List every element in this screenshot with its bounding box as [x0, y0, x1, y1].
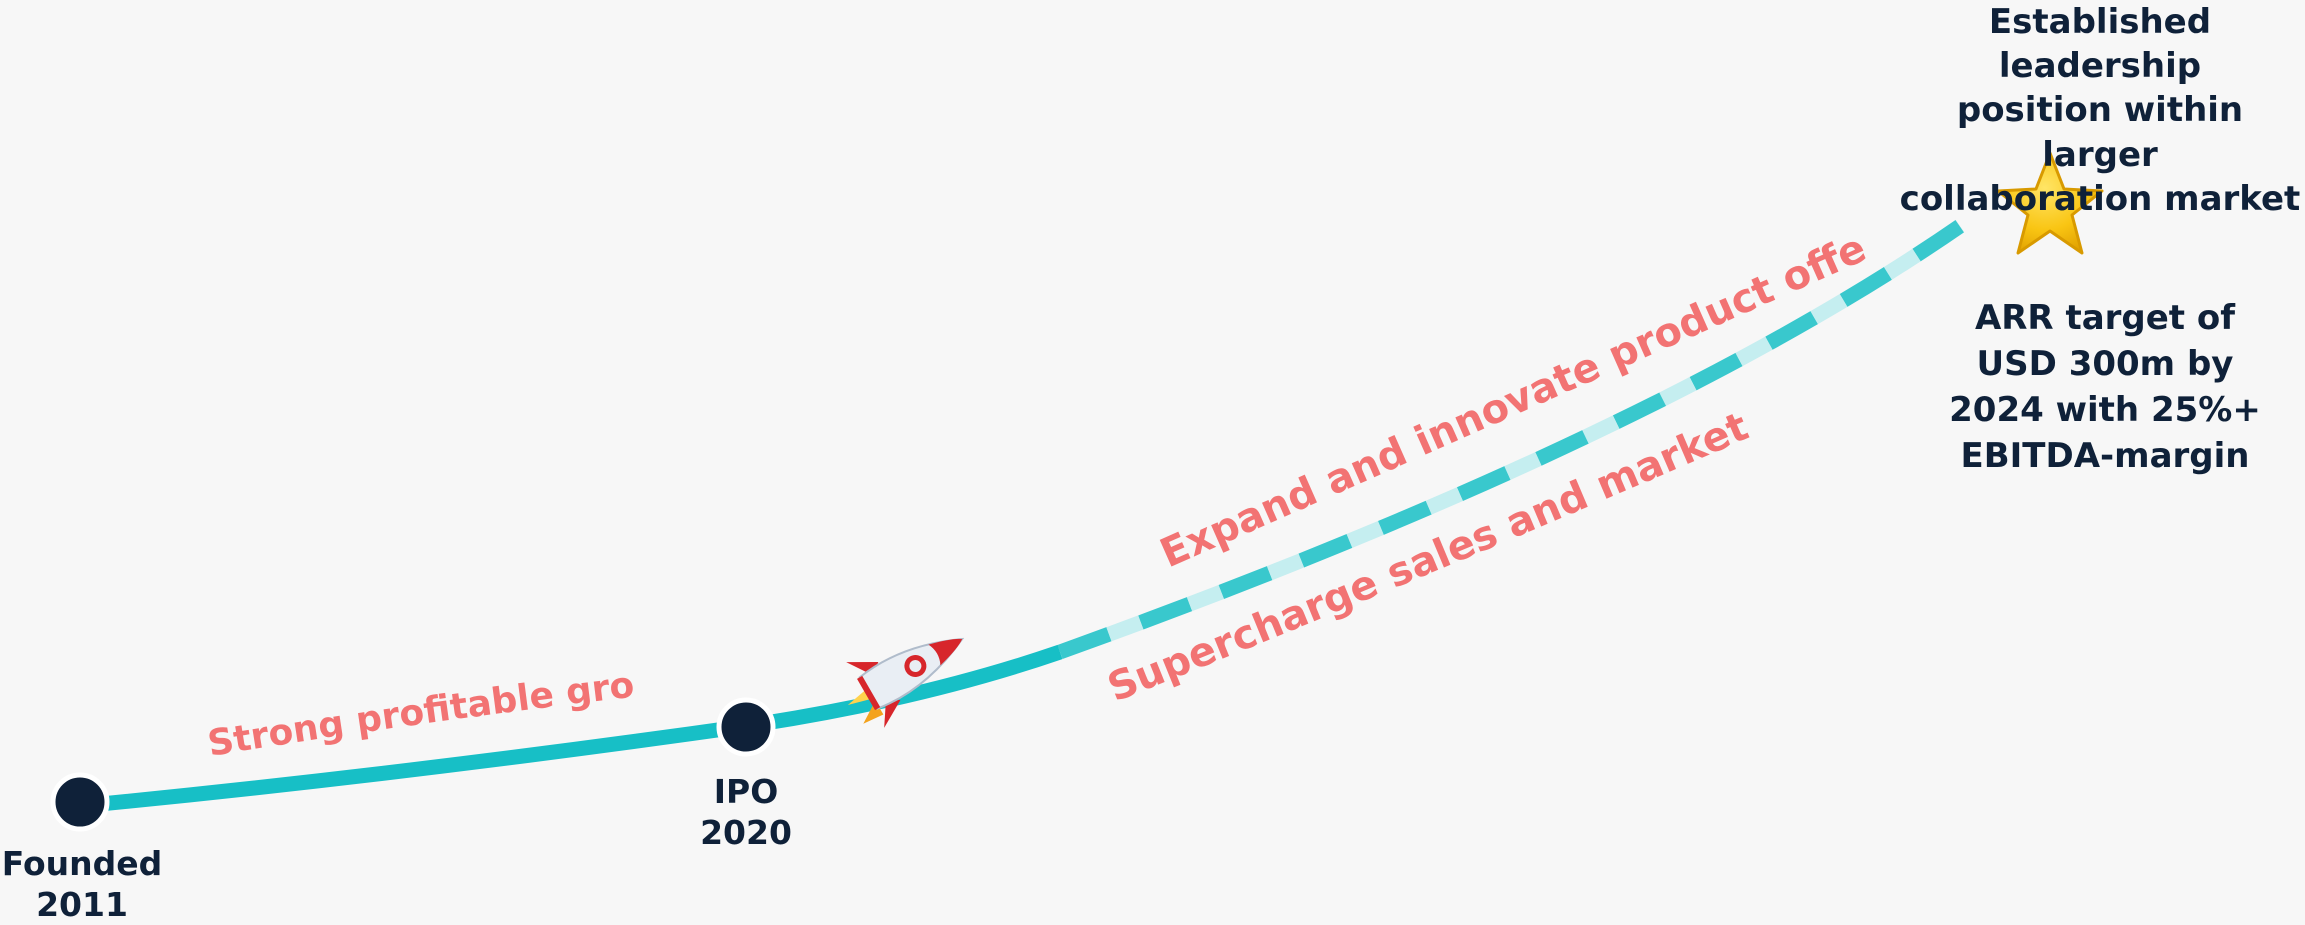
ipo-node — [716, 697, 776, 757]
target-label: ARR target of USD 300m by 2024 with 25%+… — [1930, 296, 2280, 480]
ipo-title: IPO — [713, 772, 779, 811]
target-line-1: ARR target of — [1974, 298, 2236, 338]
target-line-2: USD 300m by — [1976, 343, 2234, 384]
label-strong-growth: Strong profitable growth — [0, 0, 636, 765]
label-supercharge-sales: Supercharge sales and marketing — [0, 0, 1755, 711]
founded-label: Founded 2011 — [0, 844, 164, 925]
ipo-year: 2020 — [700, 812, 792, 852]
target-line-3: 2024 with 25%+ — [1949, 389, 2261, 430]
target-line-4: EBITDA-margin — [1960, 435, 2250, 476]
growth-path-faded — [1057, 219, 1965, 660]
goal-line-2: position within larger — [1956, 90, 2244, 175]
goal-line-3: collaboration market — [1899, 178, 2301, 219]
growth-path-dashed — [1057, 219, 1965, 660]
rocket-icon — [846, 637, 965, 728]
founded-year: 2011 — [36, 884, 128, 924]
founded-node — [50, 772, 110, 832]
growth-path-solid — [79, 644, 1063, 814]
goal-label: Established leadership position within l… — [1895, 0, 2305, 221]
ipo-label: IPO 2020 — [686, 772, 806, 853]
star-icon — [1996, 151, 2104, 255]
goal-line-1: Established leadership — [1988, 2, 2212, 87]
founded-title: Founded — [1, 844, 163, 883]
